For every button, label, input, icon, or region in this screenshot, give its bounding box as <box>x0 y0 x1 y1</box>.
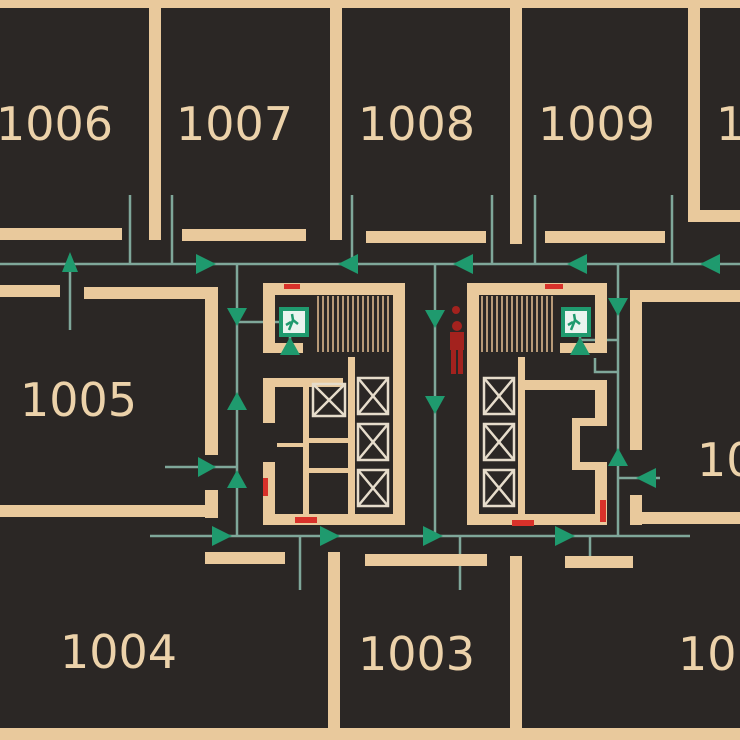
fire-door <box>600 500 606 522</box>
arrow-up-icon <box>62 252 78 272</box>
emergency-exit-sign <box>561 307 591 337</box>
arrow-up-icon <box>608 448 628 466</box>
room-label-1007: 1007 <box>176 97 293 151</box>
emergency-exit-sign <box>279 307 309 337</box>
fire-door <box>263 478 268 496</box>
staircase <box>317 296 389 352</box>
you-are-here-person-icon <box>450 306 464 374</box>
arrow-left-icon <box>636 468 656 488</box>
evacuation-arrows <box>62 252 720 546</box>
room-label-right-partial: 10 <box>697 433 740 487</box>
room-label-1009: 1009 <box>538 97 655 151</box>
room-labels: 1006 1007 1008 1009 1 1005 10 1004 1003 … <box>0 97 740 681</box>
arrow-right-icon <box>198 457 216 477</box>
room-label-1010-partial: 1 <box>716 97 740 151</box>
elevator-icon <box>482 376 516 508</box>
arrow-right-icon <box>196 254 216 274</box>
arrow-up-icon <box>570 337 590 355</box>
arrow-right-icon <box>423 526 443 546</box>
arrow-up-icon <box>227 392 247 410</box>
arrow-left-icon <box>338 254 358 274</box>
room-label-1008: 1008 <box>358 97 475 151</box>
room-label-bottom-right-partial: 10 <box>678 627 737 681</box>
arrow-up-icon <box>280 337 300 355</box>
arrow-down-icon <box>227 308 247 326</box>
arrow-up-icon <box>227 470 247 488</box>
arrow-right-icon <box>212 526 232 546</box>
arrow-right-icon <box>320 526 340 546</box>
room-label-1004: 1004 <box>60 625 177 679</box>
arrow-left-icon <box>453 254 473 274</box>
fire-door <box>295 517 317 523</box>
arrow-down-icon <box>608 298 628 316</box>
arrow-left-icon <box>567 254 587 274</box>
arrow-left-icon <box>700 254 720 274</box>
fire-door <box>545 284 563 289</box>
room-label-1003: 1003 <box>358 627 475 681</box>
fire-door <box>512 520 534 526</box>
staircase <box>481 296 553 352</box>
room-label-1005: 1005 <box>20 373 137 427</box>
fire-door <box>284 284 300 289</box>
elevator-icon <box>311 376 390 508</box>
arrow-down-icon <box>425 396 445 414</box>
room-label-1006: 1006 <box>0 97 113 151</box>
arrow-down-icon <box>425 310 445 328</box>
left-stair-elevator-core <box>263 283 405 525</box>
arrow-right-icon <box>555 526 575 546</box>
